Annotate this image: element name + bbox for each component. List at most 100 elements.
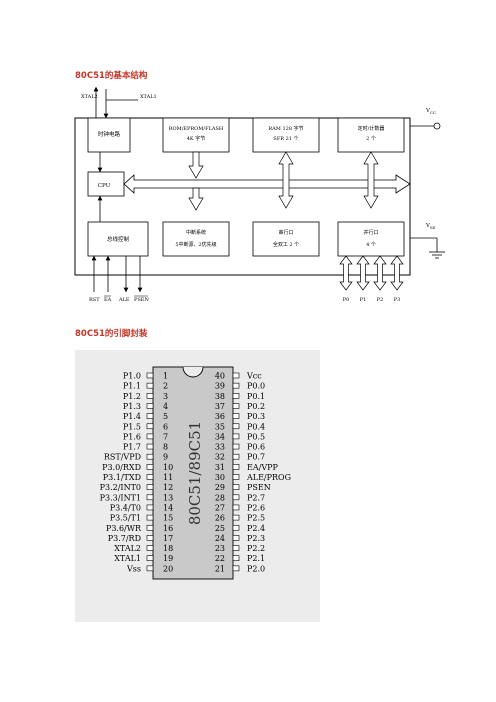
pin-number-right: 36 — [215, 412, 225, 421]
pin-name-left: P1.6 — [123, 432, 141, 441]
dip-package-body — [152, 366, 234, 580]
pin-stub-left — [146, 464, 154, 470]
pin-number-left: 14 — [163, 503, 173, 512]
pin-stub-left — [146, 484, 154, 490]
pin-stub-left — [146, 403, 154, 409]
pin-name-right: P2.1 — [247, 554, 265, 563]
pin-number-right: 38 — [215, 392, 225, 401]
pin-number-right: 35 — [215, 422, 225, 431]
pin-name-right: P2.5 — [247, 514, 265, 523]
clock-circuit-label: 时钟电路 — [98, 130, 121, 138]
pin-stub-left — [146, 555, 154, 562]
pin-name-right: ALE/PROG — [246, 473, 291, 482]
xtal1-label: XTAL1 — [140, 94, 157, 100]
serial-port-label-2: 全双工 2 个 — [273, 241, 299, 248]
pin-number-left: 2 — [163, 382, 168, 391]
rom-bus-arrow — [188, 151, 204, 211]
pin-name-right: P0.3 — [247, 412, 265, 421]
pin-name-right: P0.4 — [247, 422, 265, 431]
vcc-subscript: CC — [430, 110, 436, 115]
parallel-port-box — [337, 221, 405, 257]
pin-number-left: 5 — [163, 412, 168, 421]
pin-stub-left — [146, 392, 154, 399]
pin-number-left: 4 — [163, 402, 168, 411]
pin-name-right: P0.1 — [247, 392, 265, 401]
ale-label: ALE — [118, 297, 130, 303]
pin-number-right: 30 — [215, 473, 225, 482]
pin-number-left: 10 — [163, 463, 173, 472]
rst-label: RST — [89, 297, 100, 303]
pin-name-right: EA/VPP — [247, 463, 278, 472]
section-title-structure: 80C51的基本结构 — [75, 71, 148, 81]
pin-number-right: 24 — [215, 534, 225, 543]
pin-name-left: P1.0 — [123, 372, 141, 381]
pin-name-right: P0.0 — [247, 382, 265, 391]
pin-name-right: P2.3 — [247, 534, 265, 543]
pin-number-right: 25 — [215, 524, 225, 533]
parallel-port-label-2: 4 个 — [366, 242, 376, 248]
pin-number-left: 3 — [163, 392, 168, 401]
port-label-p1: P1 — [360, 297, 367, 303]
pin-stub-right — [232, 453, 240, 460]
pin-name-left: P3.0/RXD — [102, 463, 141, 472]
svg-text:VCC: VCC — [425, 108, 436, 115]
serial-port-label-1: 串行口 — [278, 229, 293, 236]
pin-stub-right — [232, 474, 240, 480]
svg-text:VSS: VSS — [425, 223, 436, 230]
internal-bus-arrow — [123, 174, 411, 194]
pin-name-right: P2.7 — [247, 493, 265, 502]
pin-stub-left — [146, 453, 154, 460]
pin-stub-left — [146, 514, 154, 521]
pin-name-left: P1.7 — [123, 443, 141, 452]
ram-box — [252, 117, 320, 153]
pin-name-right: P0.2 — [247, 402, 265, 411]
pin-number-right: 29 — [215, 483, 225, 492]
bus-control-box — [87, 221, 149, 257]
pin-name-left: P1.3 — [123, 402, 141, 411]
port-label-p3: P3 — [394, 297, 401, 303]
pin-number-right: 33 — [215, 443, 225, 452]
pin-stub-left — [146, 545, 154, 551]
pin-name-right: P0.7 — [247, 453, 265, 462]
pin-number-left: 17 — [163, 534, 173, 543]
pin-number-left: 1 — [163, 372, 168, 381]
bus-control-label: 总线控制 — [107, 235, 130, 243]
pin-stub-right — [232, 413, 240, 419]
vcc-label: V — [425, 108, 431, 114]
pin-name-left: P1.1 — [123, 382, 141, 391]
port-arrow-p0 — [339, 255, 353, 291]
pin-number-right: 27 — [215, 503, 225, 512]
cpu-label: CPU — [98, 183, 111, 189]
pin-name-left: P1.2 — [123, 392, 141, 401]
pin-number-right: 26 — [215, 514, 225, 523]
pin-stub-right — [232, 433, 240, 440]
timer-box — [337, 117, 405, 153]
pin-stub-left — [146, 504, 154, 511]
pin-stub-right — [232, 555, 240, 562]
pin-number-left: 15 — [163, 514, 173, 523]
pin-stub-right — [232, 423, 240, 430]
pin-name-left: P3.1/TXD — [103, 473, 141, 482]
pin-stub-left — [146, 474, 154, 480]
pin-stub-left — [146, 433, 154, 440]
pin-number-left: 13 — [163, 493, 173, 502]
pin-name-left: P3.7/RD — [108, 534, 141, 543]
port-arrow-p3 — [390, 255, 404, 291]
pin-number-left: 19 — [163, 554, 173, 563]
pin-stub-right — [232, 494, 240, 501]
pin-stub-right — [232, 392, 240, 399]
chip-frame — [74, 117, 411, 276]
parallel-port-label-1: 并行口 — [363, 229, 378, 236]
pin-number-left: 11 — [163, 473, 173, 482]
port-arrow-p1 — [356, 255, 370, 291]
pin-stub-left — [146, 423, 154, 430]
pin-stub-right — [232, 443, 240, 450]
pin-stub-right — [232, 535, 240, 541]
pin-name-left: P3.3/INT1 — [100, 493, 141, 502]
rom-label-2: 4K 字节 — [187, 135, 206, 142]
pin-name-right: Vcc — [246, 372, 262, 381]
pin-stub-right — [232, 382, 240, 389]
pin-stub-right — [232, 464, 240, 470]
pin-stub-right — [232, 565, 240, 572]
